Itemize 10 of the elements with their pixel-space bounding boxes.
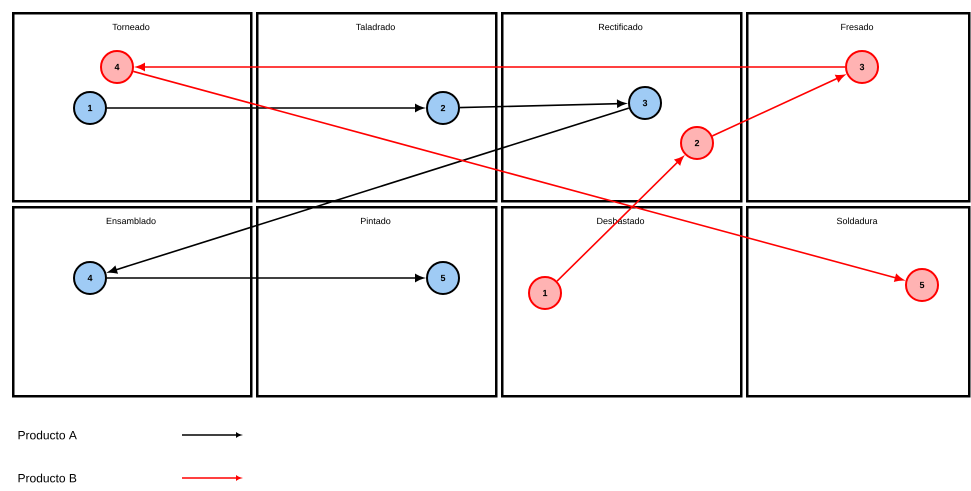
arrow — [712, 74, 845, 137]
arrow — [108, 107, 630, 274]
arrow — [107, 274, 424, 282]
arrow — [133, 70, 904, 282]
arrow — [556, 156, 684, 282]
legend-label: Producto A — [18, 430, 77, 440]
legend-label: Producto B — [18, 474, 76, 482]
arrow — [136, 63, 845, 71]
arrow — [107, 104, 424, 112]
arrow — [460, 100, 626, 108]
